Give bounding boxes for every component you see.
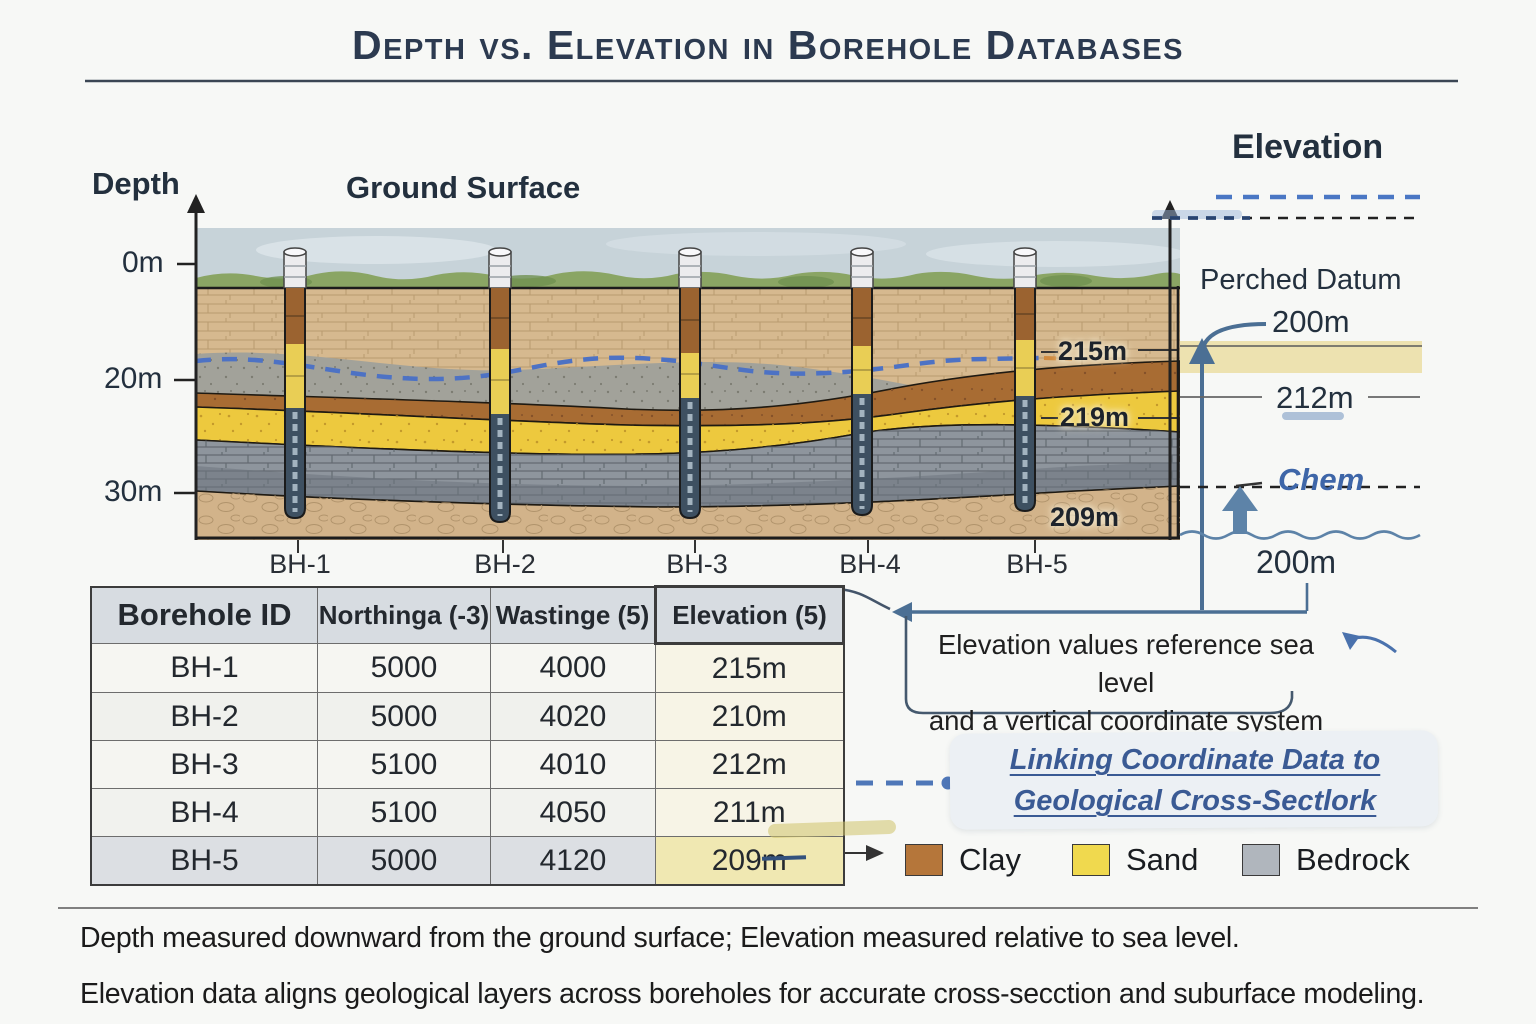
bedrock-swatch-icon: [1242, 844, 1280, 876]
cell-easting: 4120: [490, 836, 656, 886]
perched-up-arrow-icon: [1189, 338, 1215, 364]
sea-level-note: Elevation values reference sea level and…: [908, 626, 1344, 740]
cell-id: BH-4: [90, 788, 318, 837]
sand-swatch-icon: [1072, 844, 1110, 876]
perched-datum-value: 200m: [1272, 304, 1350, 339]
cell-northing: 5100: [317, 788, 491, 837]
vegetation: [196, 271, 1180, 288]
depth-tick-30m: 30m: [104, 475, 163, 508]
note-curved-arrow-icon: [1342, 632, 1360, 650]
cell-northing: 5100: [317, 740, 491, 789]
borehole-bh3: [678, 247, 702, 520]
cell-elevation-highlighted: 209m: [655, 836, 844, 886]
sea-level-note-line1: Elevation values reference sea level: [937, 629, 1315, 698]
cross-section-illustration: [196, 228, 1180, 540]
borehole-bh1: [283, 247, 307, 520]
note-left-arrow-icon: [892, 602, 912, 622]
cell-elevation: 215m: [655, 643, 844, 693]
table-row: BH-2 5000 4020 210m: [90, 692, 844, 741]
cell-northing: 5000: [317, 836, 491, 886]
layer-label-209m: 209m: [1050, 502, 1120, 532]
linking-note: Linking Coordinate Data to Geological Cr…: [960, 740, 1430, 822]
elevation-axis-arrow-icon: [1161, 200, 1179, 219]
silt-layer: [196, 352, 936, 411]
borehole-bh5: [1013, 247, 1037, 513]
bedrock-layer: [196, 423, 1180, 508]
ground-surface-label: Ground Surface: [346, 170, 581, 205]
header-northing: Northinga (-3): [317, 586, 491, 644]
footer-line1: Depth measured downward from the ground …: [80, 922, 1240, 954]
sea-level-up-arrow-icon: [1222, 486, 1258, 511]
chem-label: Chem: [1278, 462, 1365, 497]
borehole-label-bh1: BH-1: [269, 549, 331, 579]
legend-item-sand: Sand: [1072, 842, 1198, 878]
borehole-label-bh3: BH-3: [666, 549, 728, 579]
clay-swatch-icon: [905, 844, 943, 876]
depth-axis-label: Depth: [92, 166, 180, 201]
cell-easting: 4000: [490, 643, 656, 693]
water-table-line: [196, 355, 1042, 382]
borehole-label-bh4: BH-4: [839, 549, 901, 579]
cell-elevation: 212m: [655, 740, 844, 789]
table-row: BH-4 5100 4050 211m: [90, 788, 844, 837]
sea-level-line: [1179, 530, 1421, 540]
depth-tick-0m: 0m: [122, 246, 164, 279]
depth-tick-20m: 20m: [104, 362, 163, 395]
sand-layer: [196, 390, 1180, 456]
cell-id: BH-1: [90, 643, 318, 693]
cell-id: BH-2: [90, 692, 318, 741]
legend-label-bedrock: Bedrock: [1296, 842, 1410, 877]
cell-id: BH-5: [90, 836, 318, 886]
elevation-212m-label: 212m: [1276, 380, 1354, 415]
linking-note-line2: Geological Cross-Sectlork: [1013, 785, 1377, 817]
depth-axis-arrow-icon: [187, 194, 205, 213]
borehole-label-bh2: BH-2: [474, 549, 536, 579]
header-easting: Wastinge (5): [490, 586, 656, 644]
perched-datum-band: [1180, 341, 1422, 373]
borehole-label-bh5: BH-5: [1006, 549, 1068, 579]
clay-layer: [196, 360, 1180, 427]
borehole-bh2: [488, 247, 512, 524]
borehole-bh4: [850, 247, 874, 517]
legend-item-clay: Clay: [905, 842, 1021, 878]
legend-arrow-icon: [866, 845, 884, 861]
basal-soil-layer: [196, 485, 1180, 539]
footer-line2: Elevation data aligns geological layers …: [80, 978, 1425, 1010]
cell-easting: 4010: [490, 740, 656, 789]
cell-id: BH-3: [90, 740, 318, 789]
sea-level-value: 200m: [1256, 544, 1337, 580]
perched-datum-label: Perched Datum: [1200, 264, 1402, 296]
legend-item-bedrock: Bedrock: [1242, 842, 1410, 878]
elevation-axis-label: Elevation: [1232, 128, 1384, 166]
linking-note-line1: Linking Coordinate Data to: [1009, 744, 1381, 776]
borehole-table: Borehole ID Northinga (-3) Wastinge (5) …: [90, 585, 845, 886]
header-elevation: Elevation (5): [654, 585, 845, 645]
legend-label-sand: Sand: [1126, 842, 1199, 877]
page-title: Depth vs. Elevation in Borehole Database…: [352, 22, 1184, 68]
sky-band: [196, 228, 1180, 288]
table-header-row: Borehole ID Northinga (-3) Wastinge (5) …: [90, 585, 845, 645]
cell-northing: 5000: [317, 692, 491, 741]
table-row-highlighted: BH-5 5000 4120 209m: [90, 836, 844, 886]
table-row: BH-3 5100 4010 212m: [90, 740, 844, 789]
cell-northing: 5000: [317, 643, 491, 693]
table-row: BH-1 5000 4000 215m: [90, 643, 844, 693]
legend-label-clay: Clay: [959, 842, 1022, 877]
header-borehole-id: Borehole ID: [90, 586, 318, 644]
cell-easting: 4020: [490, 692, 656, 741]
highlight-smear: [767, 819, 897, 839]
cell-easting: 4050: [490, 788, 656, 837]
layer-label-215m: 215m: [1058, 336, 1128, 366]
cell-elevation: 210m: [655, 692, 844, 741]
layer-label-219m: 219m: [1060, 402, 1130, 432]
